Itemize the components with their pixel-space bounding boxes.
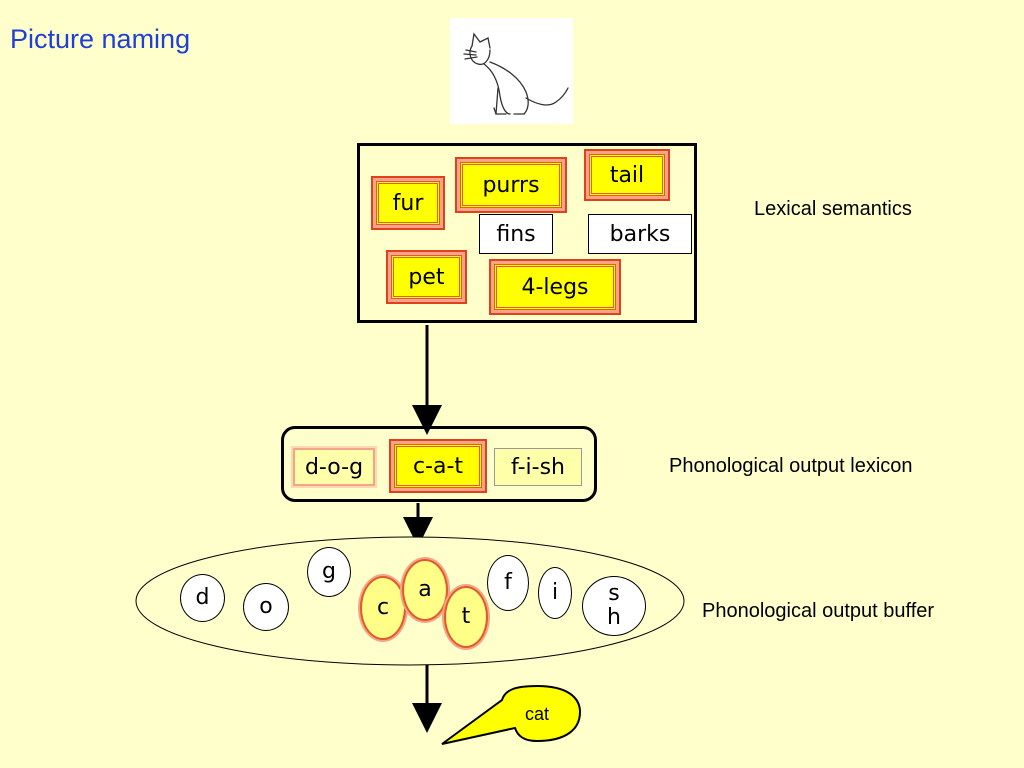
cat-sketch-icon: [463, 32, 569, 115]
lexical-semantics-label: Lexical semantics: [754, 198, 912, 220]
phoneme-o: o: [243, 583, 289, 631]
slide-title: Picture naming: [10, 24, 191, 54]
phonological-output-buffer-label: Phonological output buffer: [702, 600, 935, 622]
phoneme-f: f: [487, 555, 529, 611]
feature-purrs: purrs: [460, 162, 562, 208]
feature-tail: tail: [589, 154, 665, 196]
spoken-output-text: cat: [524, 703, 549, 724]
feature-barks: barks: [588, 214, 692, 254]
feature-fins: fins: [479, 214, 553, 254]
phoneme-c: c: [360, 576, 406, 640]
lexicon-word-cat: c-a-t: [394, 444, 482, 488]
feature-4-legs: 4-legs: [494, 264, 616, 310]
phoneme-sh: s h: [582, 576, 646, 636]
phonological-output-lexicon-label: Phonological output lexicon: [669, 455, 913, 477]
phoneme-a: a: [402, 559, 448, 621]
phoneme-t: t: [444, 586, 488, 648]
phoneme-g: g: [307, 547, 351, 597]
phoneme-i: i: [538, 567, 572, 619]
feature-pet: pet: [391, 255, 462, 299]
lexicon-word-fish: f-i-sh: [494, 448, 582, 486]
lexicon-word-dog: d-o-g: [293, 448, 375, 486]
phoneme-d: d: [180, 574, 225, 622]
cat-picture: [450, 18, 573, 124]
feature-fur: fur: [376, 181, 440, 225]
